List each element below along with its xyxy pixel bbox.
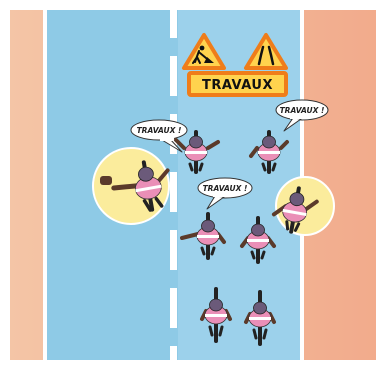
cyclist [174,130,220,174]
cyclist-highlighted-left [111,160,170,212]
speech-bubble-1: TRAVAUX ! [130,119,188,153]
cyclist-highlighted-right [271,186,319,234]
cyclist [244,290,276,346]
cyclist [240,216,276,264]
speech-bubble-3: TRAVAUX ! [197,177,253,210]
lane-marking [170,10,177,360]
road-edge-left [43,10,47,360]
speech-bubble-2-text: TRAVAUX ! [280,106,325,115]
speech-bubble-1-text: TRAVAUX ! [137,126,182,135]
hand-gesture-icon [100,176,112,185]
travaux-sign: TRAVAUX [187,71,288,97]
road-narrows-icon [244,33,288,70]
roadworks-icon [182,33,226,70]
travaux-sign-label: TRAVAUX [202,78,273,93]
cyclist [180,212,226,260]
cyclist [200,287,232,343]
speech-bubble-3-text: TRAVAUX ! [203,184,248,193]
speech-bubble-2: TRAVAUX ! [275,99,329,132]
cyclist [249,130,289,174]
